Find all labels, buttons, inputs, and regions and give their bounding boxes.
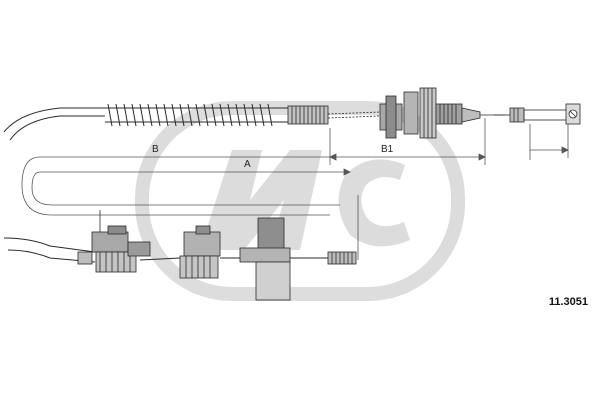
clevis-end [494,103,581,125]
lower-right-fitting [239,217,291,301]
spring-coil [107,103,273,127]
dimension-label-b1: B1 [381,144,394,155]
lower-middle-fitting [179,225,221,279]
threaded-adjuster [287,105,381,125]
upper-cable [3,107,290,141]
dimension-label-a: A [244,159,251,170]
lower-left-fitting [77,210,151,273]
dimension-label-b: B [152,144,159,155]
dimension-lines [21,118,569,260]
upper-end-fitting [379,87,505,139]
part-number: 11.3051 [548,296,588,308]
lower-end-rod [296,251,357,265]
